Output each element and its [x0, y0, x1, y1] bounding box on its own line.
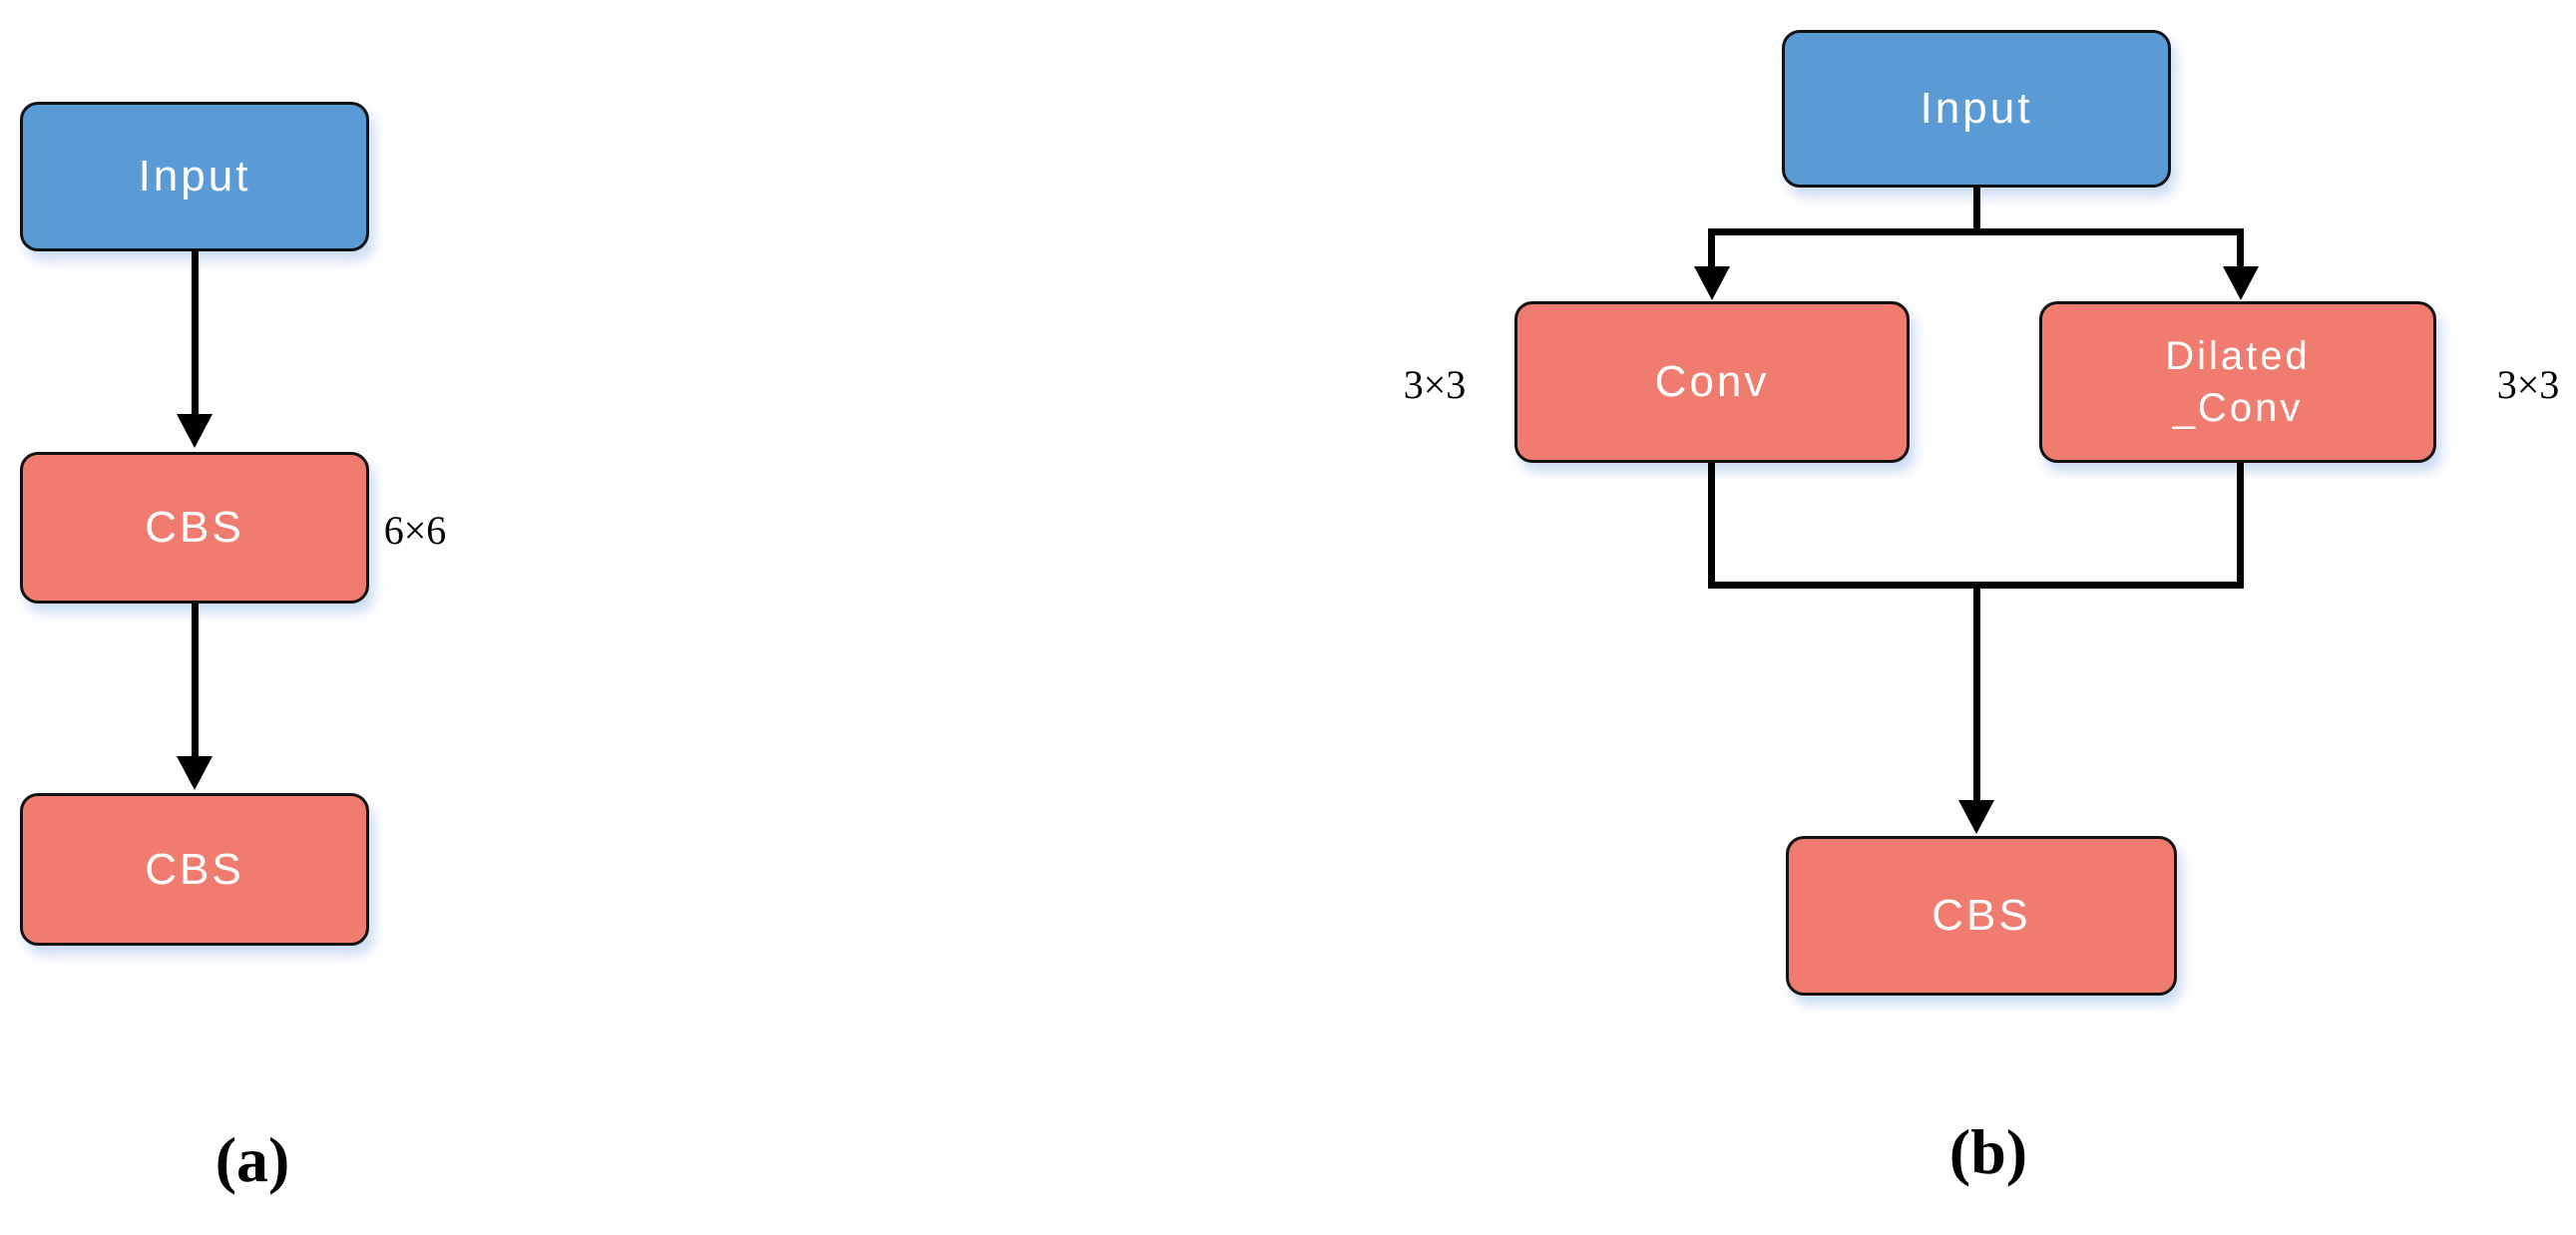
connector-b-branch-right-line: [2237, 228, 2244, 270]
connector-a-input-to-cbs1-line: [192, 249, 199, 417]
caption-b: (b): [1948, 1116, 2028, 1187]
node-input-b-label: Input: [1920, 84, 2033, 133]
node-conv-b-label: Conv: [1654, 357, 1770, 406]
node-conv-b: Conv: [1514, 301, 1910, 463]
node-cbs2-a-label: CBS: [145, 844, 244, 894]
node-dilated-conv-b-label-line2: _Conv: [2172, 386, 2304, 430]
connector-b-merge-right-line: [2237, 463, 2244, 589]
connector-b-merge-bar: [1708, 582, 2244, 589]
connector-b-branch-left-arrowhead-icon: [1694, 266, 1730, 300]
kernel-size-label-conv: 3×3: [1403, 362, 1467, 407]
node-input-b: Input: [1782, 30, 2171, 188]
node-cbs-b-label: CBS: [1932, 891, 2031, 940]
node-cbs1-a: CBS: [20, 452, 369, 604]
connector-b-input-stem-line: [1973, 186, 1980, 232]
connector-b-branch-left-line: [1708, 228, 1715, 270]
connector-a-cbs1-to-cbs2-line: [192, 604, 199, 758]
node-input-a: Input: [20, 102, 369, 251]
node-cbs2-a: CBS: [20, 793, 369, 946]
connector-b-split-bar: [1708, 228, 2244, 235]
connector-a-cbs1-to-cbs2-arrowhead-icon: [177, 756, 213, 790]
node-cbs1-a-label: CBS: [145, 503, 244, 552]
kernel-size-label-dilated-conv: 3×3: [2496, 362, 2560, 407]
node-cbs-b: CBS: [1786, 836, 2177, 996]
connector-a-input-to-cbs1-arrowhead-icon: [177, 414, 213, 448]
caption-a: (a): [215, 1124, 290, 1195]
kernel-size-label-cbs1: 6×6: [383, 508, 447, 553]
node-input-a-label: Input: [138, 152, 251, 201]
connector-b-merge-left-line: [1708, 463, 1715, 589]
node-dilated-conv-b-label-line1: Dilated: [2165, 334, 2311, 378]
connector-b-merge-to-cbs-arrowhead-icon: [1958, 800, 1994, 834]
node-dilated-conv-b: Dilated _Conv: [2039, 301, 2436, 463]
connector-b-branch-right-arrowhead-icon: [2223, 266, 2259, 300]
connector-b-merge-to-cbs-line: [1973, 589, 1980, 804]
